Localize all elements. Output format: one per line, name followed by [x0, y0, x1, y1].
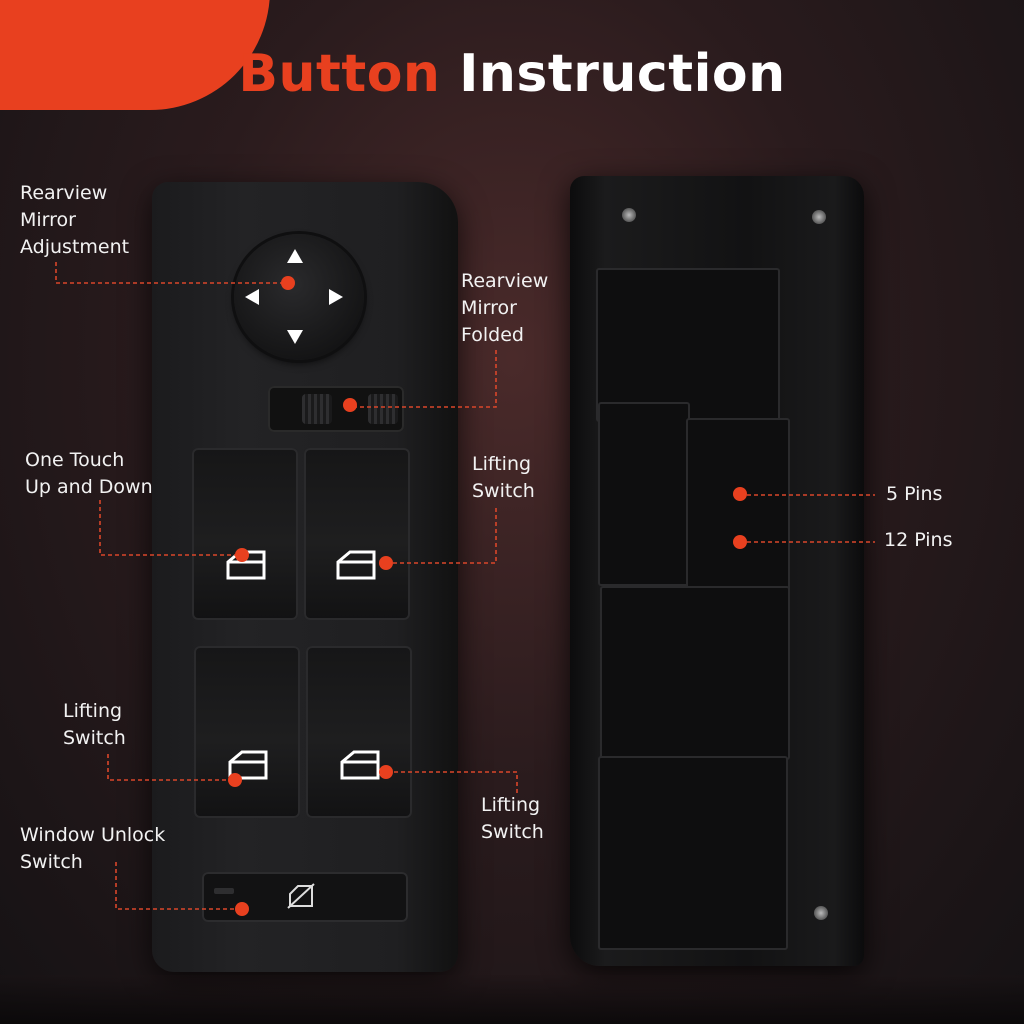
marker-dot: [379, 556, 393, 570]
label-one-touch: One Touch Up and Down: [25, 449, 153, 498]
car-window-icon: [336, 550, 376, 580]
window-lock-crossed-icon: [287, 883, 315, 909]
label-window-unlock-switch: Window Unlock Switch: [20, 824, 166, 873]
car-window-icon: [340, 750, 380, 780]
marker-dot: [235, 902, 249, 916]
marker-dot: [379, 765, 393, 779]
marker-dot: [343, 398, 357, 412]
housing-block: [598, 756, 788, 950]
label-lifting-switch-top-right: Lifting Switch: [472, 453, 535, 502]
housing-block: [600, 586, 790, 760]
marker-dot: [733, 487, 747, 501]
screw-icon: [812, 210, 826, 224]
window-button-rear-right[interactable]: [306, 646, 412, 818]
housing-block: [596, 268, 780, 422]
label-rearview-mirror-adjustment: Rearview Mirror Adjustment: [20, 182, 130, 258]
housing-block: [598, 402, 690, 586]
screw-icon: [814, 906, 828, 920]
floor-reflection: [0, 975, 1024, 1024]
arrow-left-icon: [245, 289, 259, 305]
arrow-right-icon: [329, 289, 343, 305]
grip-left: [302, 394, 332, 424]
screw-icon: [622, 208, 636, 222]
label-lifting-switch-bottom-left: Lifting Switch: [63, 700, 126, 749]
marker-dot: [228, 773, 242, 787]
label-rearview-mirror-folded: Rearview Mirror Folded: [461, 270, 549, 346]
label-12-pins: 12 Pins: [884, 529, 953, 551]
page-title: Button Instruction: [0, 44, 1024, 104]
status-led: [214, 888, 234, 894]
window-button-front-right[interactable]: [304, 448, 410, 620]
title-word-instruction: Instruction: [459, 44, 786, 104]
arrow-up-icon: [287, 249, 303, 263]
label-lifting-switch-bottom-right: Lifting Switch: [481, 794, 544, 843]
title-word-button: Button: [238, 44, 441, 104]
mirror-fold-switch[interactable]: [268, 386, 404, 432]
marker-dot: [281, 276, 295, 290]
arrow-down-icon: [287, 330, 303, 344]
marker-dot: [733, 535, 747, 549]
grip-right: [368, 394, 398, 424]
label-5-pins: 5 Pins: [886, 483, 943, 505]
connector-block-5pin: [686, 418, 790, 592]
window-button-rear-left[interactable]: [194, 646, 300, 818]
marker-dot: [235, 548, 249, 562]
window-button-front-left[interactable]: [192, 448, 298, 620]
